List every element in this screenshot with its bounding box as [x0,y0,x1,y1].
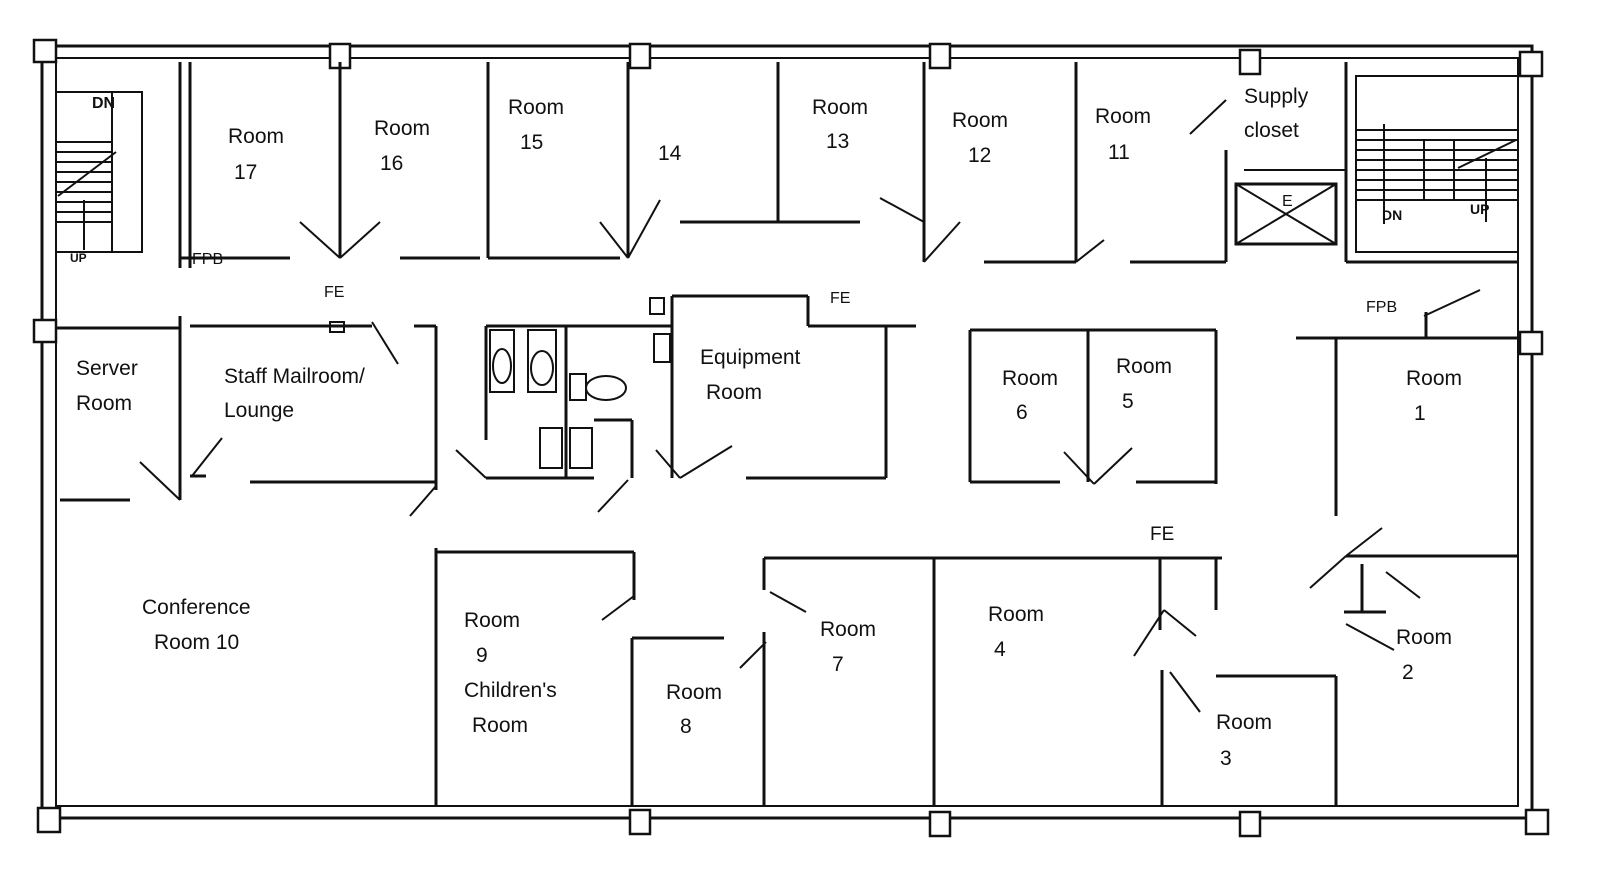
mailroom-label-2: Lounge [224,399,295,422]
equipment-room-label-2: Room [706,381,763,404]
room-1-number: 1 [1414,402,1426,425]
room-4-label: Room [988,603,1045,626]
fire-extinguisher-marker: FE [830,290,851,307]
room-1-label: Room [1406,367,1463,390]
room-16-number: 16 [380,152,404,175]
supply-closet-label: Supply [1244,85,1309,108]
room-9-number: 9 [476,644,488,667]
stairs-west [55,91,143,253]
room-7-number: 7 [832,653,844,676]
mailroom-label: Staff Mailroom/ [224,365,365,388]
stairs-down-marker: DN [1382,207,1403,223]
room-5-label: Room [1116,355,1173,378]
room-6-number: 6 [1016,401,1028,424]
room-9-childrens-label: Children's [464,679,557,702]
south-rooms-walls [434,548,1518,806]
room-14-number: 14 [658,142,682,165]
room-13-label: Room [812,96,869,119]
stairs-east [1355,75,1519,253]
stairs-down-marker: DN [92,95,116,112]
room-7-label: Room [820,618,877,641]
room-6-label: Room [1002,367,1059,390]
fire-pull-box-marker: FPB [1366,299,1398,316]
room-4-number: 4 [994,638,1006,661]
room-17-label: Room [228,125,285,148]
room-16-label: Room [374,117,431,140]
room-3-label: Room [1216,711,1273,734]
room-12-label: Room [952,109,1009,132]
structural-columns [32,38,1550,838]
elevator-marker: E [1282,193,1293,210]
room-8-label: Room [666,681,723,704]
room-5-number: 5 [1122,390,1134,413]
elevator [1234,182,1338,246]
fire-extinguisher-marker: FE [324,284,345,301]
room-13-number: 13 [826,130,850,153]
stairs-up-marker: UP [1470,201,1490,217]
core-walls [56,294,1518,516]
room-8-number: 8 [680,715,692,738]
room-11-label: Room [1095,105,1152,128]
exterior-walls [40,44,1534,820]
equipment-room-label: Equipment [700,346,801,369]
restroom-fixtures [329,297,671,469]
north-rooms-walls [178,62,1518,268]
room-12-number: 12 [968,144,992,167]
room-9-label: Room [464,609,521,632]
conference-room-label: Conference [142,596,251,619]
fire-pull-box-marker: FPB [192,251,224,268]
conference-room-label-2: Room 10 [154,631,240,654]
supply-closet-label-2: closet [1244,119,1299,142]
stairs-up-marker: UP [70,251,87,265]
room-3-number: 3 [1220,747,1232,770]
room-11-number: 11 [1108,141,1130,164]
room-17-number: 17 [234,161,258,184]
room-15-label: Room [508,96,565,119]
room-2-label: Room [1396,626,1453,649]
server-room-label: Server [76,357,138,380]
room-2-number: 2 [1402,661,1414,684]
fire-extinguisher-marker: FE [1150,524,1175,545]
room-9-childrens-label-2: Room [472,714,529,737]
server-room-label-2: Room [76,392,133,415]
room-15-number: 15 [520,131,544,154]
